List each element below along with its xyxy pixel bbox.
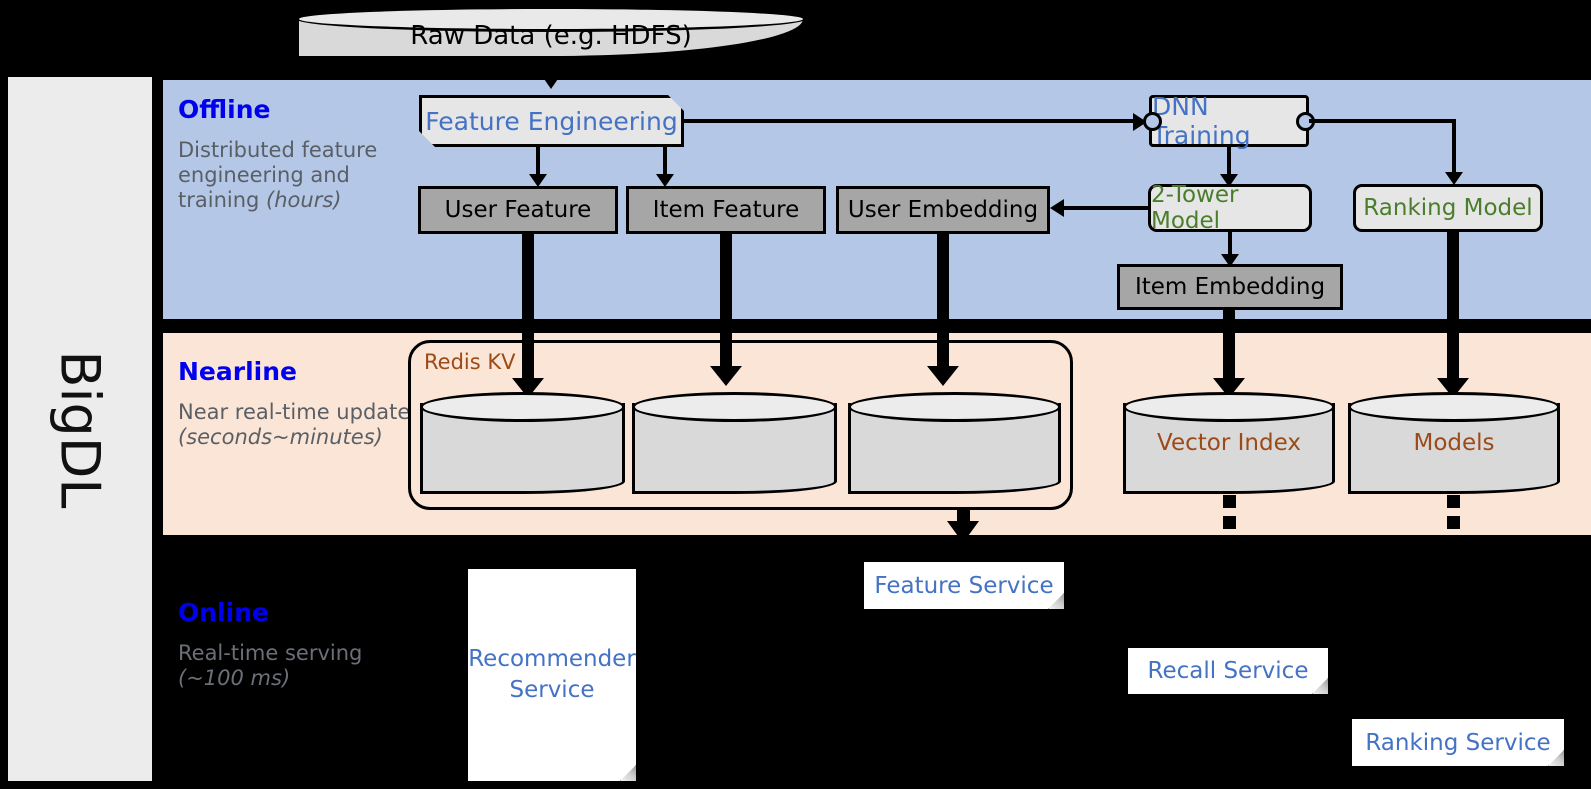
two-tower-model-box[interactable]: 2-Tower Model <box>1148 182 1312 234</box>
connector-rawdata-to-fe <box>549 64 553 82</box>
user-embedding-box[interactable]: User Embedding <box>836 186 1050 234</box>
raw-data-store: Raw Data (e.g. HDFS) <box>296 6 806 66</box>
dot-vectorindex-2 <box>1223 516 1236 529</box>
connector-dnn-to-twotower <box>1227 147 1231 179</box>
dot-models-1 <box>1447 495 1460 508</box>
models-label: Models <box>1413 430 1495 456</box>
redis-store-3-label <box>848 392 1061 494</box>
feature-engineering-box[interactable]: Feature Engineering <box>419 95 684 147</box>
user-embedding-label: User Embedding <box>847 197 1039 223</box>
redis-store-2[interactable] <box>632 392 837 494</box>
ranking-model-label: Ranking Model <box>1363 195 1533 221</box>
nearline-band-text: Nearline Near real-time update (seconds~… <box>178 357 428 450</box>
offline-title: Offline <box>178 95 271 124</box>
dnn-training-box[interactable]: DNN Training <box>1143 92 1315 150</box>
connector-dnn-to-ranking-v <box>1452 119 1456 177</box>
offline-subtitle: Distributed feature engineering and trai… <box>178 138 408 214</box>
connector-rankingmodel-to-models <box>1447 232 1459 386</box>
models-top <box>1348 392 1560 422</box>
item-feature-box[interactable]: Item Feature <box>626 186 826 234</box>
nearline-title: Nearline <box>178 357 297 386</box>
offline-subtitle-plain: Distributed feature engineering and trai… <box>178 138 378 213</box>
dnn-training-label: DNN Training <box>1152 92 1251 150</box>
recommender-service-fold-wrap <box>468 569 636 781</box>
raw-data-label: Raw Data (e.g. HDFS) <box>410 21 692 51</box>
connector-dnn-to-ranking-h <box>1309 119 1456 123</box>
arrowhead-twotower-to-userembedding <box>1050 199 1064 217</box>
arrowhead-redis-to-featureservice <box>947 521 979 543</box>
connector-userembedding-to-store3 <box>937 234 949 374</box>
recall-service-box[interactable]: Recall Service <box>1128 648 1328 694</box>
nearline-subtitle: Near real-time update (seconds~minutes) <box>178 400 428 450</box>
recommender-service-box[interactable]: Recommender Service <box>468 569 636 781</box>
dot-vectorindex-1 <box>1223 495 1236 508</box>
ranking-service-label: Ranking Service <box>1365 729 1551 756</box>
arrowhead-itemfeature-to-store2 <box>710 366 742 386</box>
user-feature-label: User Feature <box>444 197 592 223</box>
redis-store-3[interactable] <box>848 392 1061 494</box>
online-title: Online <box>178 598 269 627</box>
offline-subtitle-italic: (hours) <box>266 188 342 213</box>
ranking-model-box[interactable]: Ranking Model <box>1353 184 1543 232</box>
recall-service-fold-icon <box>1312 678 1328 694</box>
dot-models-2 <box>1447 516 1460 529</box>
nearline-subtitle-plain: Near real-time update <box>178 400 411 424</box>
redis-store-3-top <box>848 392 1061 422</box>
offline-band-text: Offline Distributed feature engineering … <box>178 95 408 214</box>
item-embedding-label: Item Embedding <box>1134 274 1326 300</box>
redis-kv-label: Redis KV <box>424 350 516 374</box>
raw-data-cylinder-top <box>296 6 806 32</box>
vector-index-label: Vector Index <box>1157 430 1301 456</box>
redis-store-1[interactable] <box>420 392 625 494</box>
bigdl-label: BigDL <box>8 77 152 781</box>
user-feature-box[interactable]: User Feature <box>418 186 618 234</box>
models-store[interactable]: Models <box>1348 392 1560 494</box>
online-subtitle-italic: (~100 ms) <box>178 666 291 691</box>
redis-store-2-top <box>632 392 837 422</box>
connector-fe-to-itemfeature <box>663 147 667 179</box>
recall-service-fold-wrap <box>1128 648 1328 694</box>
connector-itemfeature-to-store2 <box>720 234 732 374</box>
recommender-service-label: Recommender Service <box>468 645 636 703</box>
vector-index-top <box>1123 392 1335 422</box>
recommender-service-fold-icon <box>620 765 636 781</box>
feature-service-box[interactable]: Feature Service <box>864 562 1064 609</box>
ranking-service-fold-icon <box>1548 750 1564 766</box>
arrowhead-fe-to-itemfeature <box>656 174 674 187</box>
dot-redis-to-featureservice <box>957 508 970 521</box>
arrowhead-twotower-to-itemembedding <box>1221 254 1239 267</box>
feature-service-fold-icon <box>1048 593 1064 609</box>
two-tower-model-label: 2-Tower Model <box>1151 182 1239 234</box>
arrowhead-dnn-to-twotower <box>1220 174 1238 187</box>
connector-twotower-to-userembedding <box>1064 206 1150 210</box>
vector-index-store[interactable]: Vector Index <box>1123 392 1335 494</box>
redis-store-2-label <box>632 392 837 494</box>
ranking-service-fold-wrap <box>1352 719 1564 766</box>
item-feature-label: Item Feature <box>652 197 800 223</box>
arrowhead-rawdata-to-fe <box>542 76 560 89</box>
bigdl-label-text: BigDL <box>48 350 112 508</box>
connector-fe-to-userfeature <box>536 147 540 179</box>
arrowhead-fe-to-userfeature <box>529 174 547 187</box>
bigdl-framework-rail: BigDL <box>8 77 152 781</box>
arrowhead-dnn-to-ranking <box>1445 172 1463 185</box>
redis-kv-group <box>408 340 1073 510</box>
ranking-service-box[interactable]: Ranking Service <box>1352 719 1564 766</box>
connector-userfeature-to-store1 <box>522 234 534 386</box>
online-subtitle: Real-time serving (~100 ms) <box>178 641 428 691</box>
recall-service-label: Recall Service <box>1147 658 1309 684</box>
online-band-text: Online Real-time serving (~100 ms) <box>178 598 428 691</box>
connector-itemembedding-to-vectorindex <box>1223 310 1235 386</box>
feature-engineering-label: Feature Engineering <box>425 106 678 136</box>
redis-store-1-top <box>420 392 625 422</box>
item-embedding-box[interactable]: Item Embedding <box>1117 264 1343 310</box>
online-subtitle-plain: Real-time serving <box>178 641 363 665</box>
connector-twotower-to-itemembedding <box>1228 232 1232 260</box>
connector-fe-to-dnn <box>684 119 1136 123</box>
redis-store-1-label <box>420 392 625 494</box>
feature-service-label: Feature Service <box>874 572 1054 599</box>
feature-service-fold-wrap <box>864 562 1064 609</box>
nearline-subtitle-italic: (seconds~minutes) <box>178 425 383 450</box>
arrowhead-userembedding-to-store3 <box>927 366 959 386</box>
